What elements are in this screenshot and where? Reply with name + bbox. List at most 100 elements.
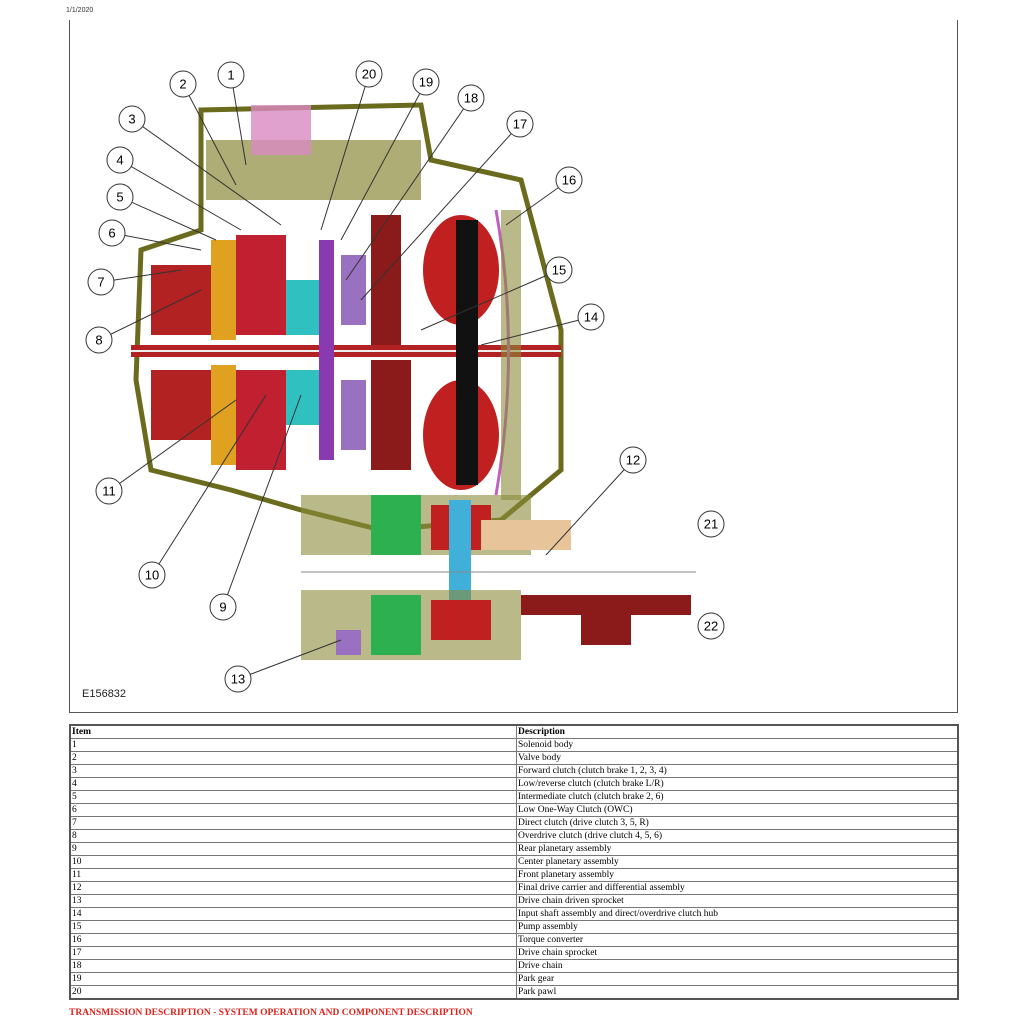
callout-leader-line — [545, 459, 634, 556]
item-number: 3 — [69, 764, 517, 778]
callout-number: 5 — [116, 190, 123, 205]
item-description: Low/reverse clutch (clutch brake L/R) — [516, 777, 959, 791]
item-description: Low One-Way Clutch (OWC) — [516, 803, 959, 817]
item-number: 9 — [69, 842, 517, 856]
callout-13: 13 — [224, 665, 252, 693]
callout-leader-line — [480, 316, 592, 346]
callout-leader-line — [108, 399, 237, 492]
item-description: Input shaft assembly and direct/overdriv… — [516, 907, 959, 921]
callout-9: 9 — [209, 593, 237, 621]
callout-leader-line — [320, 73, 370, 231]
callout-leader-line — [131, 118, 282, 226]
callout-2: 2 — [169, 70, 197, 98]
callout-19: 19 — [412, 68, 440, 96]
callout-number: 20 — [362, 67, 376, 82]
item-description: Drive chain — [516, 959, 959, 973]
callout-leader-line — [345, 97, 472, 281]
callout-number: 1 — [227, 68, 234, 83]
callout-leader-line — [237, 639, 342, 680]
item-description: Direct clutch (drive clutch 3, 5, R) — [516, 816, 959, 830]
item-number: 16 — [69, 933, 517, 947]
item-number: 10 — [69, 855, 517, 869]
callout-leader-line — [420, 269, 560, 331]
item-number: 8 — [69, 829, 517, 843]
callout-number: 19 — [419, 75, 433, 90]
callout-number: 13 — [231, 672, 245, 687]
item-description: Overdrive clutch (drive clutch 4, 5, 6) — [516, 829, 959, 843]
item-description: Forward clutch (clutch brake 1, 2, 3, 4) — [516, 764, 959, 778]
item-number: 13 — [69, 894, 517, 908]
callout-number: 3 — [128, 112, 135, 127]
item-number: 7 — [69, 816, 517, 830]
callout-number: 14 — [584, 310, 598, 325]
column-header-description: Description — [516, 724, 959, 739]
callout-number: 2 — [179, 77, 186, 92]
item-number: 6 — [69, 803, 517, 817]
callout-leader-line — [222, 394, 302, 608]
table-header-row: Item Description — [69, 724, 959, 739]
item-number: 17 — [69, 946, 517, 960]
callout-number: 12 — [626, 453, 640, 468]
callout-number: 21 — [704, 517, 718, 532]
callout-leader-line — [98, 289, 202, 341]
callout-7: 7 — [87, 268, 115, 296]
section-caption: TRANSMISSION DESCRIPTION - SYSTEM OPERAT… — [69, 1008, 473, 1018]
item-number: 11 — [69, 868, 517, 882]
callout-5: 5 — [106, 183, 134, 211]
item-description: Pump assembly — [516, 920, 959, 934]
item-number: 14 — [69, 907, 517, 921]
callout-leader-line — [340, 81, 427, 241]
callout-15: 15 — [545, 256, 573, 284]
figure-id: E156832 — [82, 688, 127, 700]
item-number: 1 — [69, 738, 517, 752]
item-number: 2 — [69, 751, 517, 765]
print-date: 1/1/2020 — [66, 7, 94, 14]
callout-number: 22 — [704, 619, 718, 634]
callout-3: 3 — [118, 105, 146, 133]
item-number: 5 — [69, 790, 517, 804]
item-number: 19 — [69, 972, 517, 986]
callout-4: 4 — [106, 146, 134, 174]
callout-number: 15 — [552, 263, 566, 278]
callout-number: 9 — [219, 600, 226, 615]
item-description: Center planetary assembly — [516, 855, 959, 869]
callout-10: 10 — [138, 561, 166, 589]
callout-number: 7 — [97, 275, 104, 290]
item-description: Drive chain driven sprocket — [516, 894, 959, 908]
item-description: Intermediate clutch (clutch brake 2, 6) — [516, 790, 959, 804]
callout-8: 8 — [85, 326, 113, 354]
callout-18: 18 — [457, 84, 485, 112]
item-description: Front planetary assembly — [516, 868, 959, 882]
callout-14: 14 — [577, 303, 605, 331]
callout-number: 18 — [464, 91, 478, 106]
item-description: Rear planetary assembly — [516, 842, 959, 856]
callout-1: 1 — [217, 61, 245, 89]
callout-leader-line — [119, 159, 242, 231]
callout-number: 6 — [108, 226, 115, 241]
callout-number: 11 — [102, 484, 116, 499]
item-number: 4 — [69, 777, 517, 791]
callout-16: 16 — [555, 166, 583, 194]
item-number: 12 — [69, 881, 517, 895]
callout-leader-line — [182, 83, 237, 186]
callout-number: 10 — [145, 568, 159, 583]
callout-21: 21 — [697, 510, 725, 538]
